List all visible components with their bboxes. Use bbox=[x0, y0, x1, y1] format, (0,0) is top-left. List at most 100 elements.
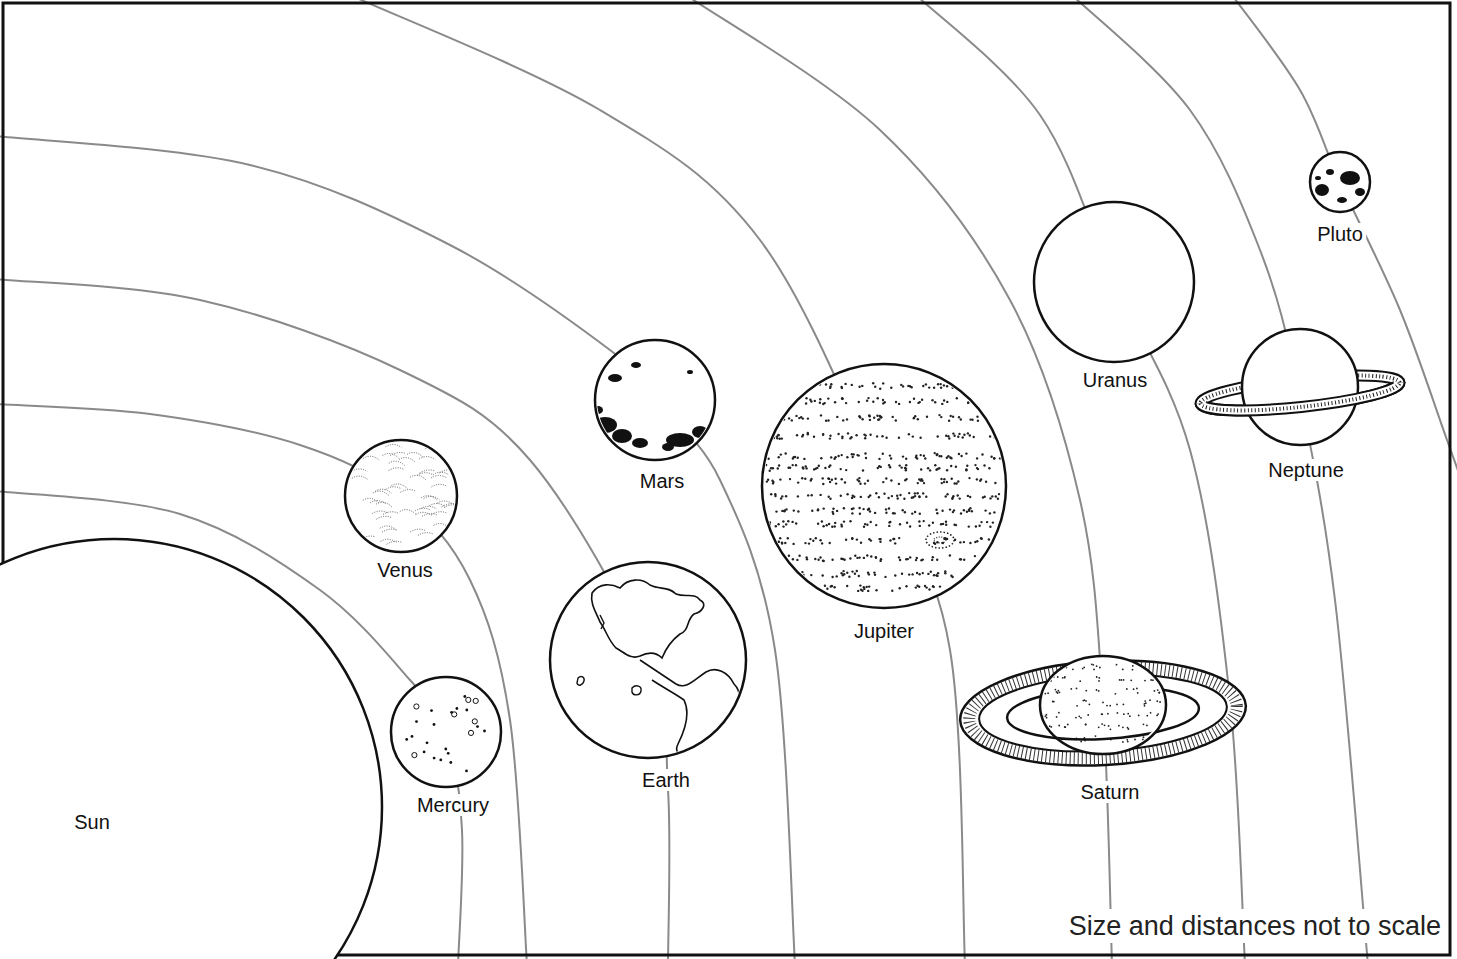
drawing-circle bbox=[802, 417, 804, 419]
drawing-circle bbox=[899, 494, 901, 496]
drawing-circle bbox=[940, 416, 942, 418]
drawing-circle bbox=[804, 478, 806, 480]
drawing-ellipse bbox=[1242, 329, 1358, 445]
drawing-circle bbox=[796, 434, 798, 436]
drawing-circle bbox=[923, 482, 925, 484]
drawing-circle bbox=[1078, 715, 1080, 717]
drawing-circle bbox=[822, 525, 824, 527]
drawing-ellipse bbox=[687, 370, 693, 374]
drawing-circle bbox=[928, 588, 930, 590]
drawing-circle bbox=[858, 477, 860, 479]
drawing-circle bbox=[967, 402, 969, 404]
drawing-circle bbox=[947, 435, 949, 437]
drawing-circle bbox=[829, 464, 831, 466]
drawing-circle bbox=[875, 589, 877, 591]
drawing-circle bbox=[919, 513, 921, 515]
drawing-circle bbox=[881, 435, 883, 437]
drawing-circle bbox=[788, 555, 790, 557]
drawing-circle bbox=[959, 558, 961, 560]
drawing-circle bbox=[914, 511, 916, 513]
drawing-circle bbox=[1110, 728, 1112, 730]
drawing-circle bbox=[861, 590, 863, 592]
drawing-circle bbox=[974, 464, 976, 466]
drawing-circle bbox=[872, 382, 874, 384]
drawing-circle bbox=[911, 573, 913, 575]
drawing-circle bbox=[774, 493, 776, 495]
drawing-circle bbox=[1050, 726, 1052, 728]
drawing-circle bbox=[898, 403, 900, 405]
drawing-path bbox=[391, 484, 407, 489]
drawing-g bbox=[957, 654, 1248, 773]
drawing-circle bbox=[816, 467, 818, 469]
drawing-circle bbox=[1083, 666, 1085, 668]
drawing-circle bbox=[932, 522, 934, 524]
drawing-circle bbox=[791, 419, 793, 421]
drawing-circle bbox=[943, 478, 945, 480]
drawing-circle bbox=[835, 482, 837, 484]
drawing-circle bbox=[983, 464, 985, 466]
drawing-circle bbox=[960, 558, 962, 560]
drawing-circle bbox=[827, 397, 829, 399]
drawing-circle bbox=[894, 574, 896, 576]
drawing-circle bbox=[969, 418, 971, 420]
drawing-circle bbox=[775, 525, 777, 527]
drawing-circle bbox=[777, 434, 779, 436]
drawing-circle bbox=[868, 496, 870, 498]
drawing-path bbox=[360, 536, 376, 539]
drawing-circle bbox=[997, 498, 999, 500]
drawing-circle bbox=[769, 470, 771, 472]
drawing-circle bbox=[937, 572, 939, 574]
drawing-circle bbox=[412, 753, 417, 758]
drawing-circle bbox=[909, 401, 911, 403]
drawing-circle bbox=[778, 541, 780, 543]
drawing-circle bbox=[869, 434, 871, 436]
drawing-circle bbox=[901, 573, 903, 575]
drawing-circle bbox=[807, 494, 809, 496]
drawing-circle bbox=[1049, 725, 1051, 727]
drawing-circle bbox=[845, 469, 847, 471]
planet-drawing bbox=[548, 560, 748, 760]
planet-drawing bbox=[0, 537, 384, 959]
drawing-circle bbox=[1142, 739, 1144, 741]
drawing-circle bbox=[851, 497, 853, 499]
drawing-circle bbox=[840, 495, 842, 497]
drawing-circle bbox=[866, 586, 868, 588]
drawing-circle bbox=[989, 497, 991, 499]
drawing-circle bbox=[963, 434, 965, 436]
drawing-circle bbox=[928, 386, 930, 388]
drawing-circle bbox=[837, 455, 839, 457]
drawing-circle bbox=[1157, 728, 1159, 730]
drawing-circle bbox=[960, 455, 962, 457]
drawing-circle bbox=[765, 464, 767, 466]
drawing-circle bbox=[849, 557, 851, 559]
drawing-circle bbox=[781, 495, 783, 497]
drawing-circle bbox=[958, 433, 960, 435]
drawing-circle bbox=[777, 541, 779, 543]
drawing-circle bbox=[820, 457, 822, 459]
drawing-circle bbox=[965, 469, 967, 471]
drawing-circle bbox=[981, 453, 983, 455]
drawing-circle bbox=[456, 707, 459, 710]
drawing-circle bbox=[797, 481, 799, 483]
drawing-circle bbox=[917, 402, 919, 404]
drawing-circle bbox=[837, 433, 839, 435]
drawing-circle bbox=[778, 464, 780, 466]
drawing-ellipse bbox=[1337, 197, 1347, 203]
drawing-circle bbox=[957, 494, 959, 496]
drawing-circle bbox=[940, 478, 942, 480]
drawing-ellipse bbox=[1340, 171, 1360, 185]
drawing-circle bbox=[963, 541, 965, 543]
drawing-circle bbox=[851, 538, 853, 540]
drawing-circle bbox=[848, 576, 850, 578]
drawing-circle bbox=[868, 508, 870, 510]
drawing-circle bbox=[934, 543, 936, 545]
drawing-circle bbox=[785, 523, 787, 525]
drawing-circle bbox=[795, 522, 797, 524]
drawing-circle bbox=[1108, 725, 1110, 727]
drawing-circle bbox=[1122, 669, 1124, 671]
drawing-circle bbox=[1144, 705, 1146, 707]
drawing-circle bbox=[861, 385, 863, 387]
drawing-circle bbox=[779, 478, 781, 480]
drawing-circle bbox=[874, 512, 876, 514]
drawing-circle bbox=[909, 385, 911, 387]
